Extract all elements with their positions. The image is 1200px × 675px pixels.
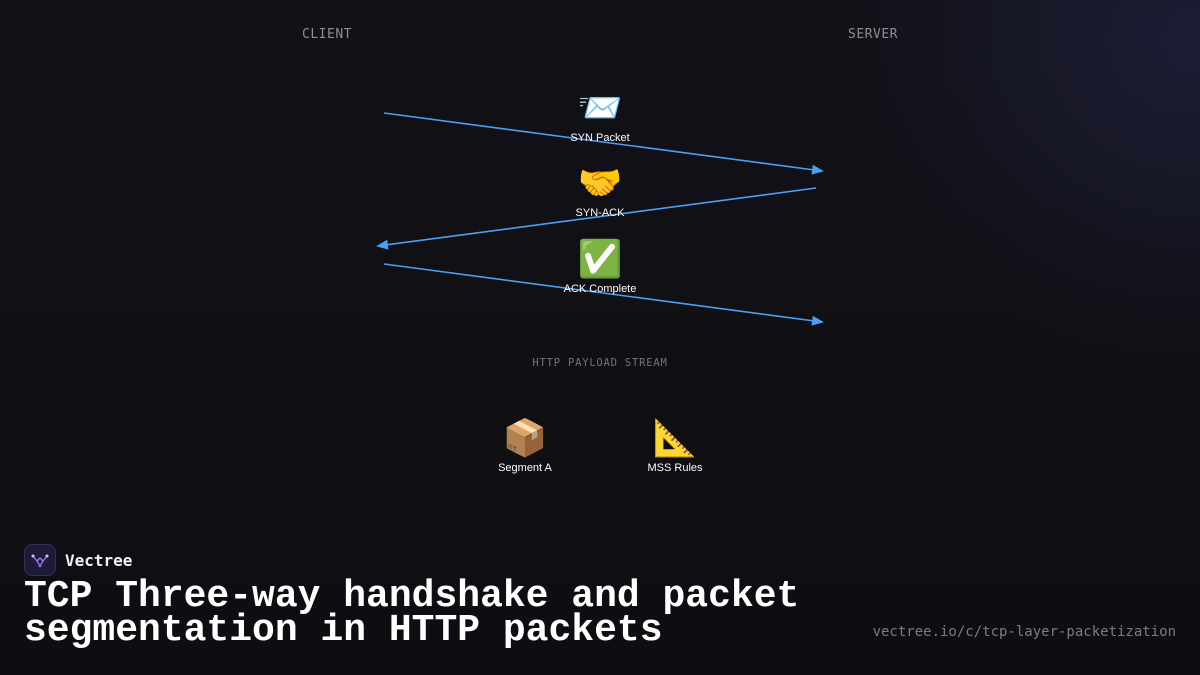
client-lane-label: CLIENT <box>302 27 352 42</box>
syn-ack-node: 🤝 SYN-ACK <box>530 163 670 219</box>
page-title: TCP Three-way handshake and packet segme… <box>24 575 800 652</box>
envelope-with-arrow-icon: 📨 <box>577 88 623 128</box>
syn-arrow <box>383 112 824 175</box>
ack-complete-node: ✅ ACK Complete <box>530 239 670 295</box>
segment-a-label: Segment A <box>498 462 552 474</box>
handshake-icon: 🤝 <box>577 163 623 203</box>
brand: Vectree <box>24 544 132 576</box>
mss-rules-node: 📐 MSS Rules <box>605 418 745 474</box>
syn-packet-node: 📨 SYN Packet <box>530 88 670 144</box>
server-lane-label: SERVER <box>848 27 898 42</box>
payload-stream-label: HTTP PAYLOAD STREAM <box>532 357 668 369</box>
package-icon: 📦 <box>502 418 548 458</box>
syn-packet-label: SYN Packet <box>570 132 630 144</box>
syn-ack-arrow <box>376 187 817 250</box>
source-url[interactable]: vectree.io/c/tcp-layer-packetization <box>872 624 1176 640</box>
segment-a-node: 📦 Segment A <box>455 418 595 474</box>
ack-complete-label: ACK Complete <box>563 283 637 295</box>
check-mark-button-icon: ✅ <box>577 239 623 279</box>
vectree-logo-icon <box>24 544 56 576</box>
brand-name: Vectree <box>65 550 133 570</box>
ack-arrow <box>383 263 824 326</box>
syn-ack-label: SYN-ACK <box>575 207 625 219</box>
mss-rules-label: MSS Rules <box>647 462 703 474</box>
triangular-ruler-icon: 📐 <box>652 418 698 458</box>
